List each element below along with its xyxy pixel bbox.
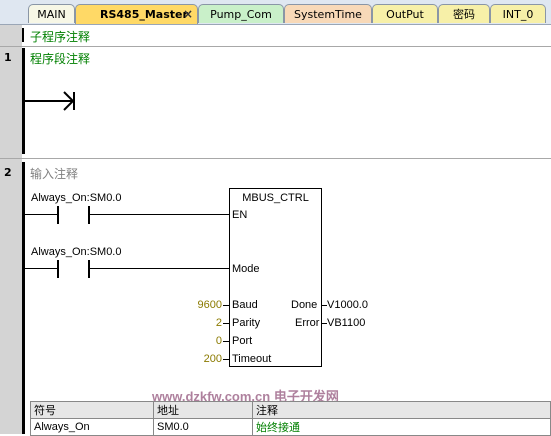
column-header: 符号 [30,401,154,419]
network-2-comment[interactable]: 输入注释 [30,167,79,181]
pin-baud: Baud [232,299,258,311]
wire [322,305,327,306]
table-row[interactable]: Always_On SM0.0 始终接通 [30,418,551,436]
address-cell[interactable]: SM0.0 [153,418,253,436]
tab-int-0[interactable]: INT_0 [490,4,546,23]
wire [223,341,229,342]
wire [223,305,229,306]
wire [223,359,229,360]
tab-password[interactable]: 密码 [438,4,490,23]
contact-2-label: Always_On:SM0.0 [31,246,122,258]
tab-systemtime[interactable]: SystemTime [284,4,372,23]
close-icon[interactable]: × [182,7,193,21]
pin-port: Port [232,335,253,347]
mbus-ctrl-block[interactable] [229,188,322,367]
symbol-table: 符号 地址 注释 Always_On SM0.0 始终接通 [30,401,551,436]
symbol-cell[interactable]: Always_On [30,418,154,436]
wire [223,323,229,324]
tab-bar: MAIN RS485_Master × Pump_Com SystemTime … [0,0,551,25]
tab-pump-com[interactable]: Pump_Com [198,4,284,23]
arrow-right-icon [63,91,75,111]
column-header: 地址 [153,401,253,419]
pin-mode: Mode [232,263,260,275]
port-value[interactable]: 0 [215,335,222,347]
timeout-value[interactable]: 200 [203,353,222,365]
network-1-wire [25,100,73,102]
column-header: 注释 [252,401,551,419]
wire [25,268,57,269]
error-output[interactable]: VB1100 [327,317,366,329]
contact-1-label: Always_On:SM0.0 [31,192,122,204]
contact-1-left[interactable] [57,206,59,224]
wire [25,214,57,215]
pin-en: EN [232,209,248,221]
network-2-number: 2 [4,166,12,179]
wire [90,268,230,269]
network-1-number: 1 [4,51,12,64]
wire [322,323,327,324]
power-rail-1 [22,48,25,154]
done-output[interactable]: V1000.0 [327,299,368,311]
wire [90,214,230,215]
watermark: www.dzkfw.com.cn 电子开发网 [152,389,339,404]
contact-2-left[interactable] [57,260,59,278]
pin-done: Done [291,299,318,311]
network-1-comment[interactable]: 程序段注释 [30,52,91,66]
subroutine-comment[interactable]: 子程序注释 [30,30,91,44]
tab-output[interactable]: OutPut [372,4,438,23]
separator [0,158,551,159]
contact-1-right[interactable] [88,206,90,224]
baud-value[interactable]: 9600 [197,299,222,311]
block-title: MBUS_CTRL [242,192,309,204]
network-gutter [0,25,22,434]
tab-rs485-master[interactable]: RS485_Master × [75,4,198,24]
comment-cell[interactable]: 始终接通 [252,418,551,436]
separator [0,46,551,47]
pin-parity: Parity [232,317,261,329]
contact-2-right[interactable] [88,260,90,278]
pin-timeout: Timeout [232,353,272,365]
power-rail-2 [22,162,25,434]
parity-value[interactable]: 2 [215,317,222,329]
tab-main[interactable]: MAIN [28,4,75,23]
comment-marker [22,28,24,42]
pin-error: Error [295,317,320,329]
symbol-table-header: 符号 地址 注释 [30,401,551,419]
